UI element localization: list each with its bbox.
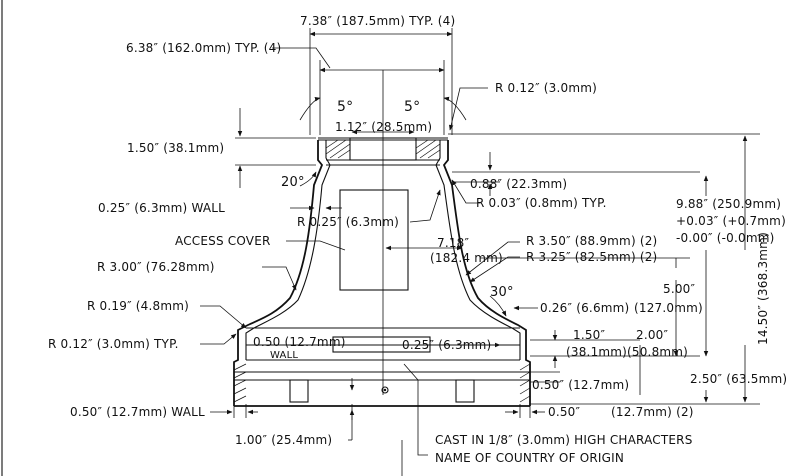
dim-050-right: 0.50″ (12.7mm) <box>532 378 630 392</box>
dim-top-width: 7.38″ (187.5mm) TYP. (4) <box>300 14 456 28</box>
note-country-origin: NAME OF COUNTRY OF ORIGIN <box>435 451 625 465</box>
dim-200-mm: (50.8mm) <box>627 345 689 359</box>
note-cast-characters: CAST IN 1/8″ (3.0mm) HIGH CHARACTERS <box>435 433 693 447</box>
neck-hatching <box>325 139 441 159</box>
dim-718-mm: (182.4 mm) <box>430 251 503 265</box>
dim-988-minus: -0.00″ (-0.0mm) <box>676 231 775 245</box>
access-cover-label: ACCESS COVER <box>175 234 271 248</box>
dim-1450: 14.50″ (368.3mm) <box>756 232 770 345</box>
dim-088: 0.88″ (22.3mm) <box>470 177 568 191</box>
base-hatching <box>233 363 531 403</box>
angle-20-label: 20° <box>281 175 305 190</box>
dim-200: 2.00″ <box>636 328 669 342</box>
wall-025-label: 0.25″ (6.3mm) WALL <box>98 201 226 215</box>
angle-left-label: 5° <box>337 99 354 115</box>
radius-019-label: R 0.19″ (4.8mm) <box>87 299 189 313</box>
dim-500-mm: (127.0mm) <box>634 301 703 315</box>
dim-988-plus: +0.03″ (+0.7mm) <box>676 214 786 228</box>
radius-top-label: R 0.12″ (3.0mm) <box>495 81 597 95</box>
dimension-lines <box>200 28 760 476</box>
dim-250: 2.50″ (63.5mm) <box>690 372 788 386</box>
dim-neck-width: 1.12″ (28.5mm) <box>335 120 433 134</box>
radius-300-label: R 3.00″ (76.28mm) <box>97 260 215 274</box>
dim-neck-height: 1.50″ (38.1mm) <box>127 141 225 155</box>
dim-718: 7.18″ <box>437 236 470 250</box>
radius-025-label: R 0.25″ (6.3mm) <box>297 215 399 229</box>
dim-150-mm: (38.1mm) <box>566 345 628 359</box>
radius-325-label: R 3.25″ (82.5mm) (2) <box>526 250 658 264</box>
wall-050-label: 0.50 (12.7mm) <box>253 335 346 349</box>
access-cover-shape <box>339 189 409 291</box>
dim-100: 1.00″ (25.4mm) <box>235 433 333 447</box>
wall-050-bottom: 0.50″ (12.7mm) WALL <box>70 405 205 419</box>
dim-988: 9.88″ (250.9mm) <box>676 197 782 211</box>
dim-026: 0.26″ (6.6mm) <box>540 301 630 315</box>
wall-050-word: WALL <box>270 350 299 361</box>
dim-050-bottom: 0.50″ <box>548 405 581 419</box>
angle-right-label: 5° <box>404 99 421 115</box>
radius-350-label: R 3.50″ (88.9mm) (2) <box>526 234 658 248</box>
radius-012-label: R 0.12″ (3.0mm) TYP. <box>48 337 179 351</box>
dim-050-bottom-mm: (12.7mm) (2) <box>611 405 694 419</box>
radius-003-label: R 0.03″ (0.8mm) TYP. <box>476 196 607 210</box>
dim-150: 1.50″ <box>573 328 606 342</box>
dim-025b: 0.25″ (6.3mm) <box>402 338 492 352</box>
dim-inner-width: 6.38″ (162.0mm) TYP. (4) <box>126 41 282 55</box>
angle-30-label: 30° <box>490 285 514 300</box>
dim-500: 5.00″ <box>663 282 696 296</box>
